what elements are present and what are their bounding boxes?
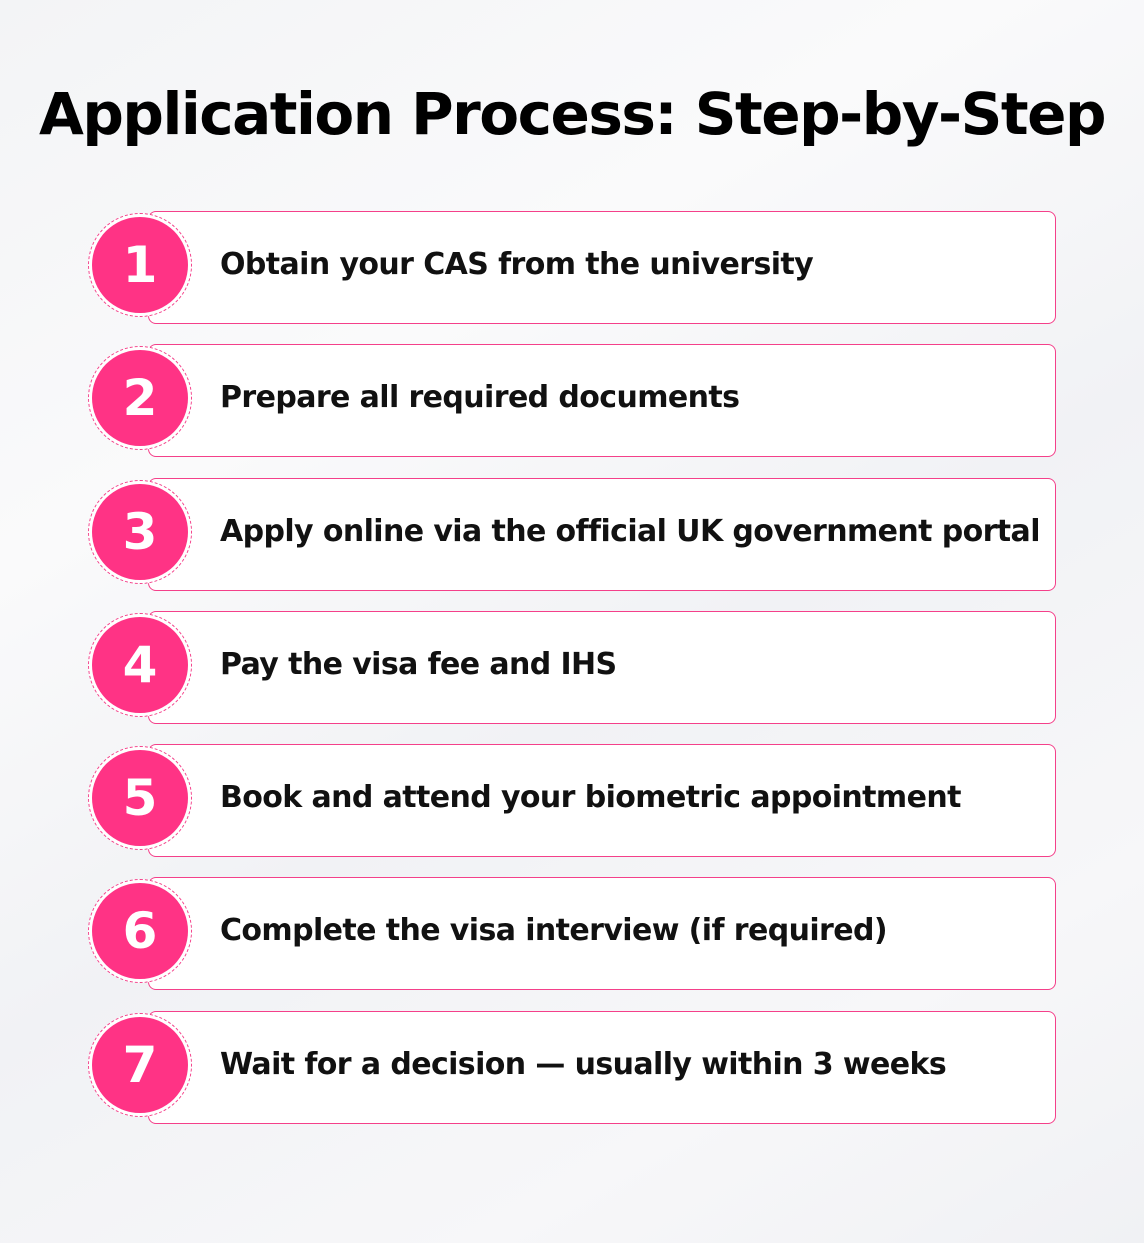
step-number-badge: 5 — [92, 750, 188, 846]
step-item: Apply online via the official UK governm… — [88, 478, 1056, 591]
step-text: Prepare all required documents — [220, 380, 740, 415]
step-number-badge: 7 — [92, 1017, 188, 1113]
step-number-badge: 6 — [92, 883, 188, 979]
step-item: Book and attend your biometric appointme… — [88, 744, 1056, 857]
step-card — [148, 877, 1056, 990]
step-text: Pay the visa fee and IHS — [220, 647, 617, 682]
step-number-badge: 3 — [92, 484, 188, 580]
step-card — [148, 344, 1056, 457]
step-card — [148, 744, 1056, 857]
page-title: Application Process: Step-by-Step — [39, 80, 1106, 148]
step-item: Wait for a decision — usually within 3 w… — [88, 1011, 1056, 1124]
step-card — [148, 211, 1056, 324]
step-card — [148, 478, 1056, 591]
step-card — [148, 1011, 1056, 1124]
step-item: Pay the visa fee and IHS 4 — [88, 611, 1056, 724]
step-number-badge: 4 — [92, 617, 188, 713]
step-card — [148, 611, 1056, 724]
step-text: Apply online via the official UK governm… — [220, 514, 1040, 549]
step-item: Obtain your CAS from the university 1 — [88, 211, 1056, 324]
step-text: Wait for a decision — usually within 3 w… — [220, 1047, 947, 1082]
step-number-badge: 1 — [92, 217, 188, 313]
step-item: Prepare all required documents 2 — [88, 344, 1056, 457]
step-item: Complete the visa interview (if required… — [88, 877, 1056, 990]
step-text: Book and attend your biometric appointme… — [220, 780, 961, 815]
step-number-badge: 2 — [92, 350, 188, 446]
step-text: Obtain your CAS from the university — [220, 247, 814, 282]
step-text: Complete the visa interview (if required… — [220, 913, 888, 948]
